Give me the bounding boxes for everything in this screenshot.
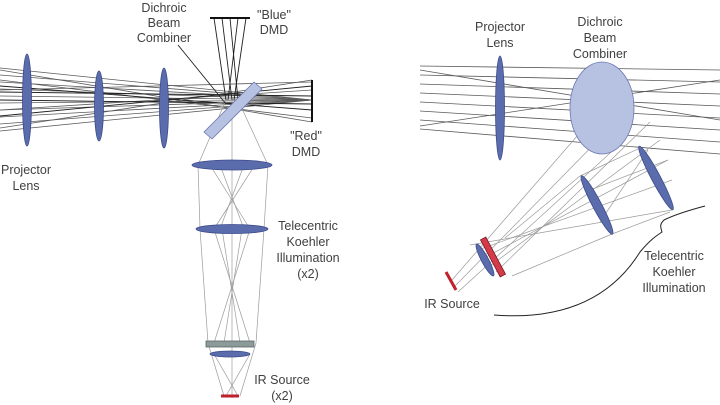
left-projector-lens-2	[94, 70, 104, 142]
left-source-lens	[209, 350, 251, 358]
left-koehler-lens-2	[195, 224, 269, 234]
left-filter-plate	[205, 340, 255, 348]
left-panel: Dichroic Beam Combiner "Blue" DMD "Red" …	[0, 1, 340, 403]
left-projection-rays	[0, 67, 313, 132]
right-filter-plate	[479, 236, 507, 278]
left-koehler-lens-1	[191, 159, 273, 171]
right-projector-label-1: Projector	[475, 20, 525, 34]
left-blue-dmd-label-1: "Blue"	[257, 8, 291, 22]
left-projector-label-1: Projector	[1, 163, 51, 177]
left-koehler-label-1: Telecentric	[278, 219, 338, 233]
left-koehler-label-3: Illumination	[276, 251, 339, 265]
right-ir-source	[444, 271, 458, 291]
right-panel: Projector Lens Dichroic Beam Combiner Te…	[419, 15, 720, 317]
left-koehler-label-2: Koehler	[286, 235, 329, 249]
right-koehler-label-3: Illumination	[642, 281, 705, 295]
right-ir-label: IR Source	[424, 297, 480, 311]
left-projector-label-2: Lens	[12, 179, 39, 193]
left-blue-dmd-label-2: DMD	[260, 23, 288, 37]
right-projector-lens	[495, 55, 505, 161]
left-dichroic-combiner	[203, 81, 263, 140]
right-dichroic-label-3: Combiner	[573, 47, 627, 61]
left-dichroic-label-2: Beam	[148, 16, 181, 30]
left-red-dmd-label-1: "Red"	[290, 129, 322, 143]
left-ir-label-1: IR Source	[254, 373, 310, 387]
left-projector-lens-3	[159, 67, 169, 149]
right-dichroic-label-2: Beam	[584, 31, 617, 45]
right-koehler-label-2: Koehler	[652, 265, 695, 279]
right-koehler-label-1: Telecentric	[644, 249, 704, 263]
right-source-lens	[475, 243, 495, 277]
left-ir-label-2: (x2)	[271, 389, 293, 403]
left-dichroic-leader-line	[177, 44, 227, 105]
right-projector-label-2: Lens	[486, 36, 513, 50]
left-projector-lens-1	[22, 53, 32, 147]
right-dichroic-combiner	[569, 61, 635, 155]
left-red-dmd-label-2: DMD	[292, 145, 320, 159]
left-dichroic-label-1: Dichroic	[141, 1, 186, 15]
right-koehler-brace	[493, 205, 706, 317]
right-koehler-lens-2	[638, 145, 674, 211]
right-dichroic-label-1: Dichroic	[577, 15, 622, 29]
left-dichroic-label-3: Combiner	[137, 31, 191, 45]
right-koehler-lens-1	[580, 175, 614, 235]
left-koehler-label-4: (x2)	[297, 267, 319, 281]
